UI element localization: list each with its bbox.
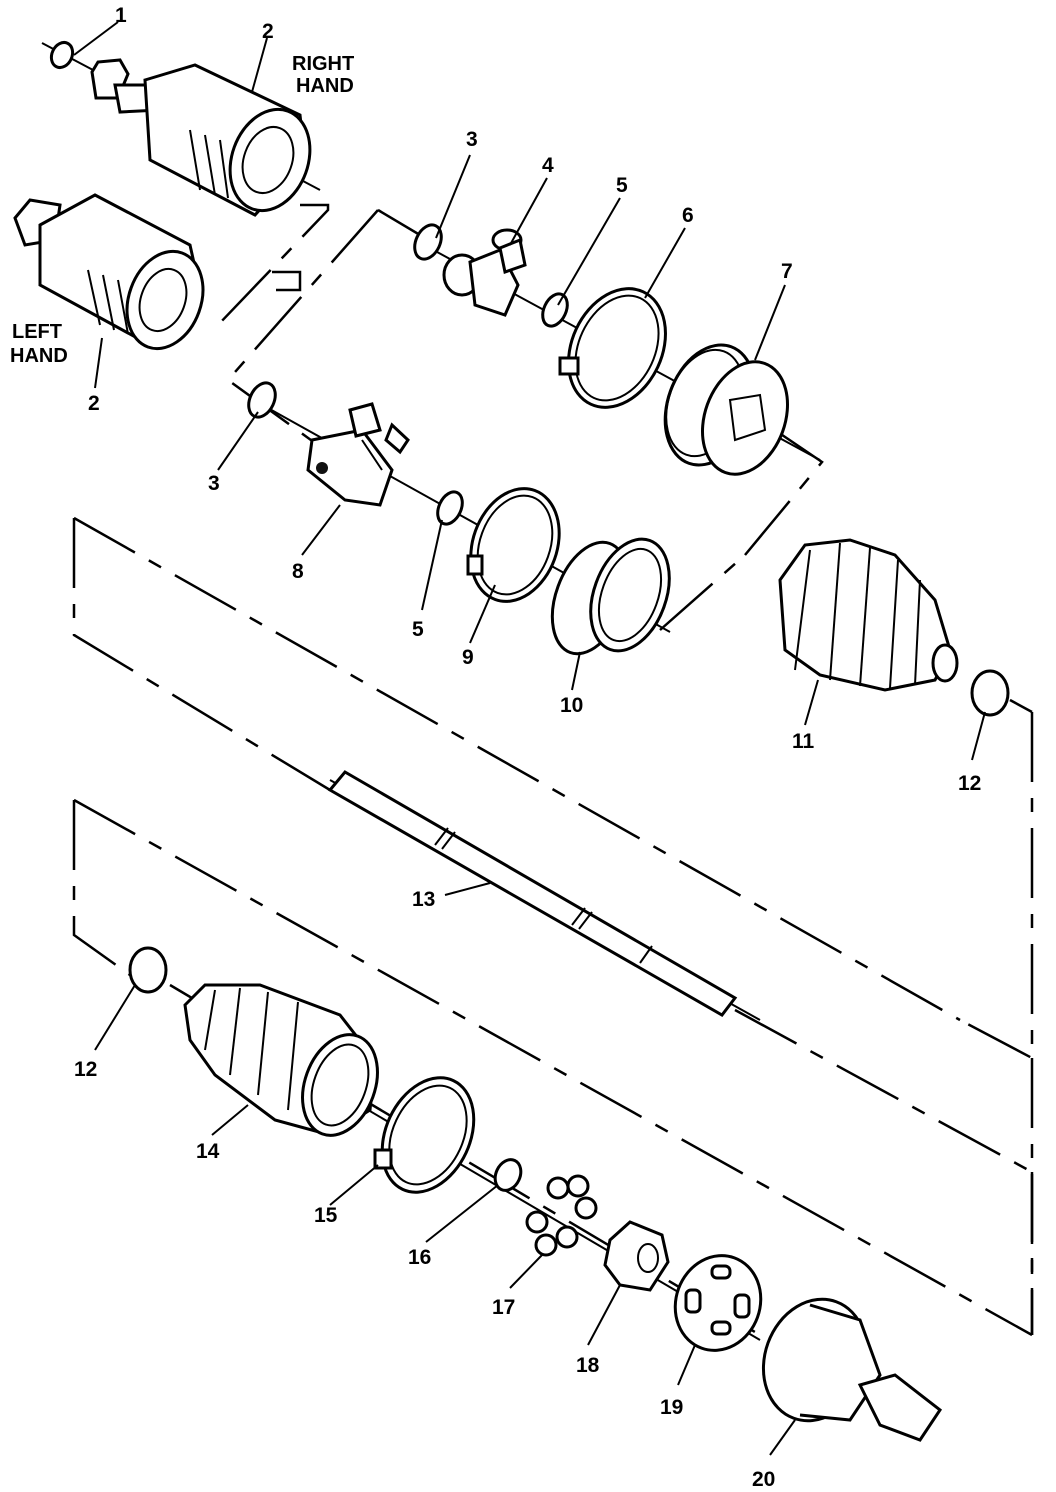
- tri-pot-spider-8: [306, 402, 410, 507]
- leader-lines: [73, 21, 986, 1456]
- outer-boot-14: [183, 983, 379, 1137]
- callout-8: 8: [292, 560, 304, 583]
- axle-shaft-13: [327, 770, 738, 1017]
- callout-1: 1: [115, 4, 127, 27]
- callout-12-left: 12: [74, 1058, 97, 1081]
- boot-clamp-6: [558, 287, 667, 409]
- callout-16: 16: [408, 1246, 431, 1269]
- callout-7: 7: [781, 260, 793, 283]
- outer-joint-housing-20: [761, 1297, 943, 1442]
- boot-retainer-7: [663, 343, 790, 476]
- balls-17: [525, 1174, 598, 1257]
- retaining-ring-5: [436, 292, 569, 526]
- callout-10: 10: [560, 694, 583, 717]
- inner-joint-housing-left: [13, 193, 205, 351]
- callout-13: 13: [412, 888, 435, 911]
- right-hand-label-line1: RIGHT: [292, 53, 354, 75]
- snap-ring-1: [49, 40, 75, 70]
- boot-clamp-15: [373, 1076, 476, 1194]
- assembly-outlines: [72, 203, 1034, 1337]
- inner-boot-11: [778, 538, 959, 692]
- callout-5-top: 5: [616, 174, 628, 197]
- side-labels: RIGHT HAND LEFT HAND: [10, 53, 354, 367]
- callout-14: 14: [196, 1140, 220, 1163]
- callout-2-right: 2: [262, 20, 274, 43]
- callout-9: 9: [462, 646, 474, 669]
- tripot-spider-4: [442, 228, 527, 317]
- inner-joint-housing-right: [90, 58, 312, 217]
- left-hand-label-line1: LEFT: [12, 321, 62, 343]
- cage-19: [673, 1254, 763, 1352]
- retaining-ring-3: [247, 223, 443, 419]
- left-hand-label-line2: HAND: [10, 345, 68, 367]
- callout-5-mid: 5: [412, 618, 424, 641]
- callout-2-left: 2: [88, 392, 100, 415]
- callout-4: 4: [542, 154, 554, 177]
- callout-15: 15: [314, 1204, 338, 1227]
- callout-18: 18: [576, 1354, 600, 1377]
- inner-race-18: [603, 1220, 670, 1292]
- boot-clamp-9: [466, 487, 561, 603]
- callout-12-right: 12: [958, 772, 981, 795]
- race-retaining-ring-16: [493, 1158, 523, 1192]
- retainer-ring-10: [550, 537, 671, 656]
- boot-ring-12: [128, 669, 1010, 994]
- callout-17: 17: [492, 1296, 515, 1319]
- callout-19: 19: [660, 1396, 683, 1419]
- right-hand-label-line2: HAND: [296, 75, 354, 97]
- callout-numbers: 1 2 2 3 3 4 5 5 6 7 8 9 10 11 12 12 13 1…: [74, 4, 981, 1491]
- callout-3-left: 3: [208, 472, 220, 495]
- callout-20: 20: [752, 1468, 775, 1491]
- callout-11: 11: [792, 730, 815, 753]
- callout-3-top: 3: [466, 128, 478, 151]
- callout-6: 6: [682, 204, 694, 227]
